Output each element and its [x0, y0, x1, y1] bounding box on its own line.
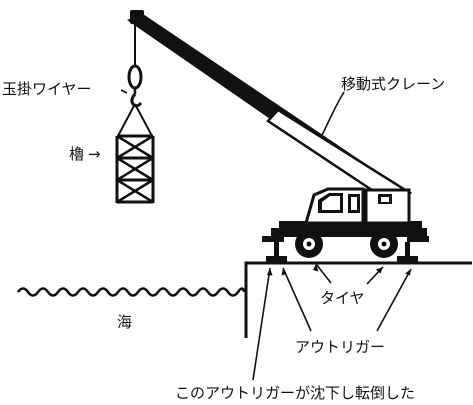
label-sea: 海 — [117, 313, 132, 331]
label-mobile-crane: 移動式クレーン — [341, 75, 445, 93]
tower-pointer-arrow: → — [88, 145, 101, 163]
quay-ground — [244, 261, 472, 338]
leader-arrowheads — [267, 264, 411, 276]
label-tire: タイヤ — [320, 289, 365, 307]
label-outrigger: アウトリガー — [295, 338, 385, 356]
crane-upper-structure — [364, 188, 411, 225]
sea-wave — [16, 287, 246, 297]
caption: このアウトリガーが沈下し転倒した — [175, 384, 415, 402]
lattice-tower — [115, 134, 155, 204]
leader-lines — [120, 89, 412, 381]
label-tower: 櫓 — [69, 145, 84, 163]
hoist-hook-assembly — [127, 24, 143, 108]
crane-boom — [127, 10, 413, 208]
hoisting-wire-slings — [117, 103, 153, 137]
crane-tires — [295, 230, 398, 258]
outriggers — [266, 242, 418, 262]
label-hoisting-wire: 玉掛ワイヤー — [2, 80, 92, 98]
crane-cab — [304, 187, 365, 225]
